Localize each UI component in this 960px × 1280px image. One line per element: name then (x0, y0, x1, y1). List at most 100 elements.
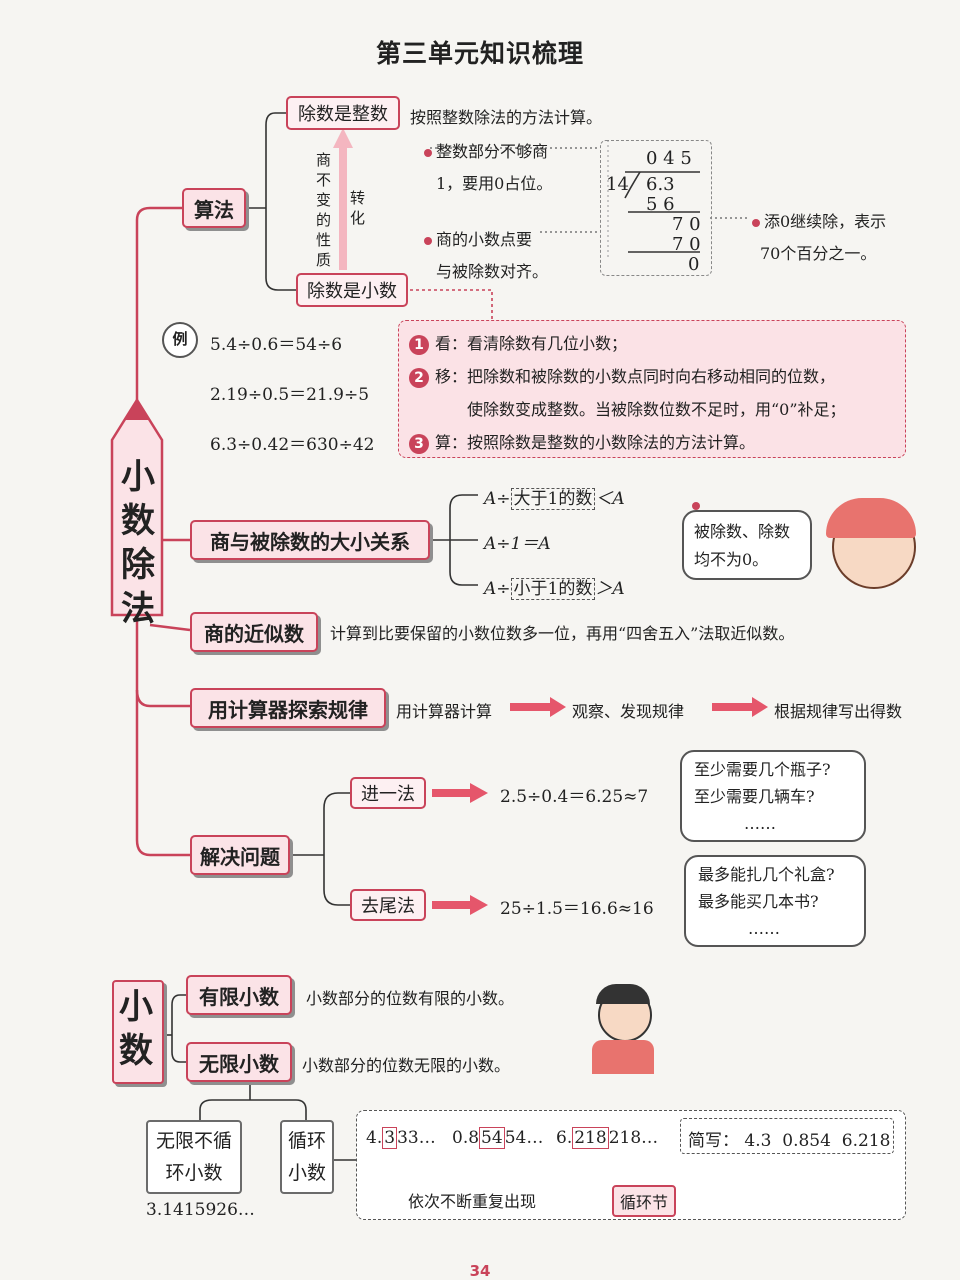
note-add-zero: 添0继续除，表示 (752, 208, 886, 232)
divisor-decimal-node: 除数是小数 (296, 273, 408, 307)
step-number: 2 (409, 368, 429, 388)
step-text: 看：看清除数有几位小数； (435, 334, 628, 353)
round-up-node: 进一法 (350, 777, 426, 809)
step-1: 1 看：看清除数有几位小数； (409, 327, 895, 360)
example-2: 2.19÷0.5＝21.9÷5 (210, 385, 370, 405)
relation-row1-prefix: A÷ (484, 489, 511, 509)
example-badge: 例 (162, 322, 198, 358)
finite-node: 有限小数 (186, 975, 292, 1015)
non-repeating-line2: 环小数 (165, 1162, 223, 1184)
step-number: 3 (409, 434, 429, 454)
bubble-line: 均不为0。 (694, 550, 769, 569)
step-2-cont: 使除数变成整数。当被除数位数不足时，用“0”补足； (409, 393, 895, 426)
page-title: 第三单元知识梳理 (375, 39, 584, 68)
long-division-row3: 7 0 (672, 234, 701, 255)
bubble-dot (692, 502, 700, 510)
bubble-line: …… (744, 814, 776, 833)
cycle-tag: 循环节 (612, 1185, 677, 1217)
rep-part: 54… (504, 1128, 544, 1148)
decimals-label: 小数 (119, 987, 153, 1071)
rep-part: 218… (608, 1128, 659, 1148)
calculator-step-3: 根据规律写出得数 (774, 702, 903, 721)
main-topic-text: 小数除法 (121, 457, 155, 629)
repeating-line1: 循环 (287, 1130, 326, 1152)
relation-row1-suffix: ＜A (595, 489, 625, 509)
repeating-line2: 小数 (287, 1162, 326, 1184)
relation-bubble: 被除数、除数 均不为0。 (682, 510, 812, 580)
divisor-integer-node: 除数是整数 (286, 96, 400, 130)
round-down-bubble: 最多能扎几个礼盒? 最多能买几本书? …… (684, 855, 866, 947)
relation-row-1: A÷大于1的数＜A (484, 484, 625, 510)
relation-row-3: A÷小于1的数＞A (484, 574, 625, 600)
calculator-step-2: 观察、发现规律 (572, 702, 685, 721)
abbr-value: 0.854 (782, 1131, 831, 1151)
bubble-line: 最多能扎几个礼盒? (698, 865, 835, 884)
bullet-dot (424, 236, 432, 245)
step-text: 使除数变成整数。当被除数位数不足时，用“0”补足； (467, 400, 846, 419)
abbr-row: 简写： 4.3 0.854 6.218 (688, 1126, 890, 1151)
example-1: 5.4÷0.6＝54÷6 (210, 335, 343, 355)
note-zero-line2: 1，要用0占位。 (436, 174, 553, 193)
relation-row3-box: 小于1的数 (510, 578, 596, 600)
decimals-node-frame (112, 980, 164, 1084)
repeat-note: 依次不断重复出现 (408, 1192, 537, 1211)
relation-row1-box: 大于1的数 (510, 488, 596, 510)
step-3: 3 算：按照除数是整数的小数除法的方法计算。 (409, 426, 895, 459)
approx-text: 计算到比要保留的小数位数多一位，再用“四舍五入”法取近似数。 (330, 624, 795, 643)
long-division-frame (600, 140, 712, 276)
infinite-node: 无限小数 (186, 1042, 292, 1082)
abbr-frame (680, 1118, 894, 1154)
abbr-label: 简写： (688, 1131, 739, 1151)
algorithm-node: 算法 (182, 188, 246, 228)
calculator-node: 用计算器探索规律 (190, 688, 386, 728)
transform-label: 转化 (350, 189, 366, 227)
rep-part: 4. (366, 1128, 383, 1148)
infinite-text: 小数部分的位数无限的小数。 (302, 1056, 511, 1075)
step-text: 算：按照除数是整数的小数除法的方法计算。 (435, 433, 756, 452)
main-topic: 小数除法 (113, 455, 163, 631)
boy-hair (596, 984, 650, 1004)
round-up-bubble: 至少需要几个瓶子? 至少需要几辆车? …… (680, 750, 866, 842)
steps-panel: 1 看：看清除数有几位小数； 2 移：把除数和被除数的小数点同时向右移动相同的位数，… (398, 320, 906, 458)
note-decimal-line2: 与被除数对齐。 (436, 262, 549, 281)
relation-row3-suffix: ＞A (595, 579, 625, 599)
repeating-node: 循环 小数 (280, 1120, 334, 1194)
quotient-invariant-label: 商不变的性质 (316, 151, 332, 269)
bubble-line: 至少需要几辆车? (694, 787, 815, 806)
abbr-value: 6.218 (841, 1131, 891, 1151)
bubble-line: 至少需要几个瓶子? (694, 760, 831, 779)
rep-cycle: 3 (382, 1127, 398, 1149)
step-text: 移：把除数和被除数的小数点同时向右移动相同的位数， (435, 367, 836, 386)
step-number: 1 (409, 335, 429, 355)
note-zero-placeholder: 整数部分不够商 (424, 138, 548, 162)
bubble-line: …… (748, 919, 780, 938)
long-division-row1: 5 6 (646, 194, 675, 215)
note-add-zero-line2: 70个百分之一。 (760, 244, 877, 263)
example-3: 6.3÷0.42＝630÷42 (210, 435, 375, 455)
rep-part: 0.8 (452, 1128, 480, 1148)
abbr-value: 4.3 (744, 1131, 772, 1151)
problems-node: 解决问题 (190, 835, 290, 875)
bubble-line: 最多能买几本书? (698, 892, 819, 911)
approx-node: 商的近似数 (190, 612, 318, 652)
divisor-integer-note: 按照整数除法的方法计算。 (410, 108, 603, 127)
rep-cycle: 54 (479, 1127, 505, 1149)
finite-text: 小数部分的位数有限的小数。 (306, 989, 515, 1008)
bullet-dot (752, 218, 760, 227)
non-repeating-node: 无限不循 环小数 (146, 1120, 242, 1194)
long-division-dividend: 6.3 (646, 174, 675, 195)
bullet-dot (424, 148, 432, 157)
decimals-node: 小数 (113, 985, 159, 1073)
relation-row3-prefix: A÷ (484, 579, 511, 599)
note-decimal-point: 商的小数点要 (424, 226, 532, 250)
rep-part: 33… (397, 1128, 436, 1148)
non-repeating-line1: 无限不循 (155, 1130, 232, 1152)
round-up-equation: 2.5÷0.4＝6.25≈7 (500, 787, 649, 807)
note-add-zero-line1: 添0继续除，表示 (764, 212, 887, 231)
rep-part: 6. (556, 1128, 573, 1148)
round-down-node: 去尾法 (350, 889, 426, 921)
girl-hat (826, 498, 916, 538)
